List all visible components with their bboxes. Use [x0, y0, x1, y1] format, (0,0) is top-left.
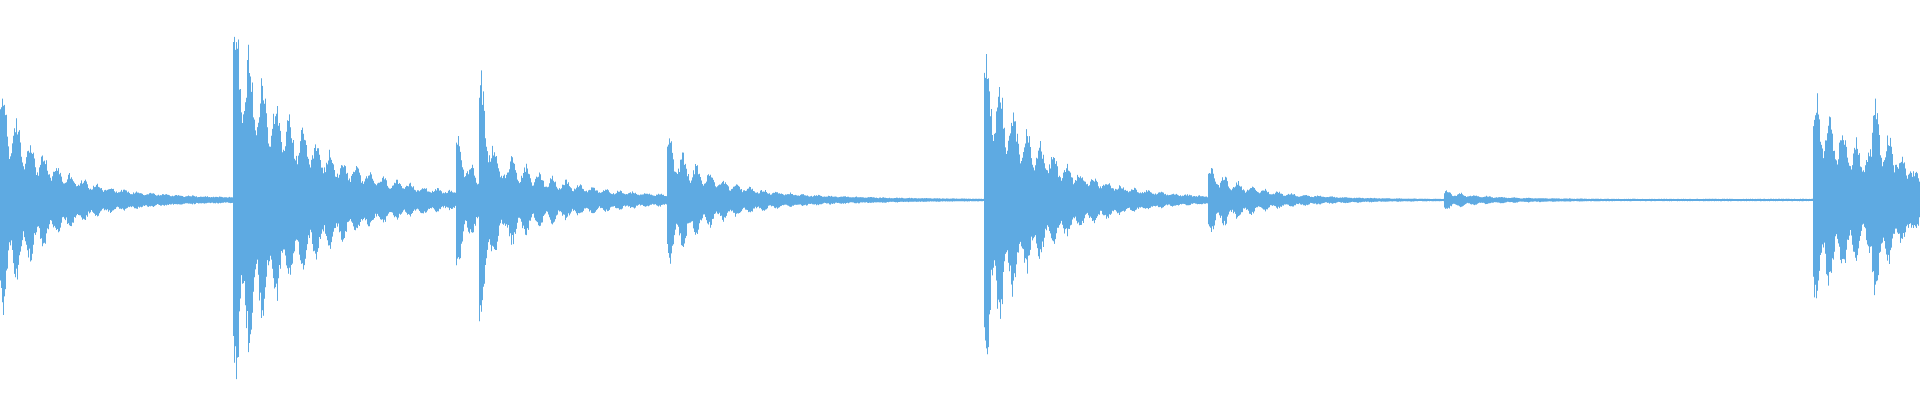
waveform-path	[0, 36, 1920, 380]
waveform-bars	[0, 36, 1920, 380]
